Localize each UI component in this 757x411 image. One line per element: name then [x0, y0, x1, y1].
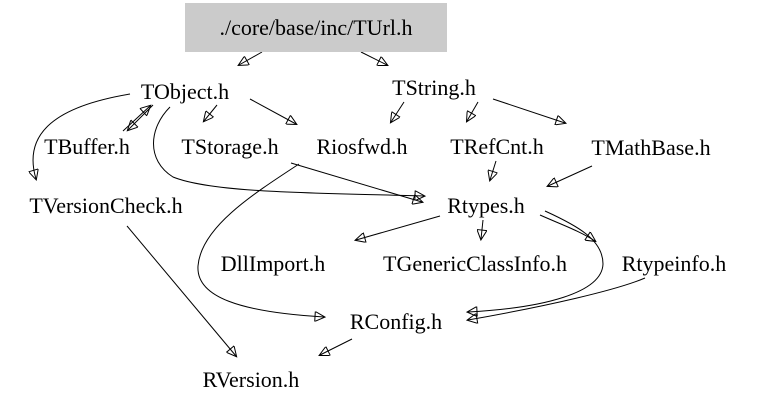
edge-rtypes-rconfig: [468, 210, 604, 312]
edge-turl-tstring: [360, 51, 387, 65]
edge-trefcnt-rtypes: [490, 160, 496, 180]
edge-tstring-riosfwd: [391, 101, 405, 122]
edge-tobject-tbuffer: [128, 104, 154, 130]
edge-tobject-rtypes: [153, 106, 425, 196]
node-tstring[interactable]: TString.h: [392, 75, 476, 100]
edge-tstring-tmathbase: [492, 98, 565, 123]
node-turl: ./core/base/inc/TUrl.h: [185, 3, 447, 52]
node-rconfig[interactable]: RConfig.h: [349, 309, 443, 334]
edge-tobject-tstorage: [204, 104, 218, 121]
node-trefcnt[interactable]: TRefCnt.h: [450, 134, 544, 159]
node-rversion[interactable]: RVersion.h: [202, 367, 300, 392]
edge-tstorage-rtypes: [290, 162, 422, 202]
node-rtypes[interactable]: Rtypes.h: [447, 193, 525, 218]
edge-tversioncheck-rversion: [126, 225, 236, 356]
edge-rconfig-rversion: [320, 338, 353, 355]
node-riosfwd[interactable]: Riosfwd.h: [316, 134, 408, 159]
node-rtypeinfo[interactable]: Rtypeinfo.h: [621, 251, 727, 276]
edge-tmathbase-rtypes: [548, 165, 593, 186]
node-dllimport[interactable]: DllImport.h: [220, 251, 326, 276]
node-tversioncheck[interactable]: TVersionCheck.h: [29, 193, 183, 218]
edge-rtypes-tgenericclassinfo: [481, 219, 483, 239]
edge-rtypes-dllimport: [356, 215, 441, 240]
edge-riosfwd-rconfig: [197, 163, 324, 317]
edge-tobject-riosfwd: [249, 98, 296, 124]
edge-rtypeinfo-rconfig: [468, 277, 646, 320]
node-tstorage[interactable]: TStorage.h: [181, 134, 279, 159]
node-tbuffer[interactable]: TBuffer.h: [44, 134, 130, 159]
node-tgenericclassinfo[interactable]: TGenericClassInfo.h: [383, 251, 567, 276]
edge-rtypes-rtypeinfo: [539, 214, 595, 241]
edge-tobject-tversioncheck: [33, 93, 131, 179]
node-tmathbase[interactable]: TMathBase.h: [591, 135, 711, 160]
edge-turl-tobject: [239, 51, 263, 65]
edge-tbuffer-tobject: [122, 106, 150, 132]
node-tobject[interactable]: TObject.h: [140, 79, 230, 104]
edge-tstring-trefcnt: [467, 101, 479, 121]
